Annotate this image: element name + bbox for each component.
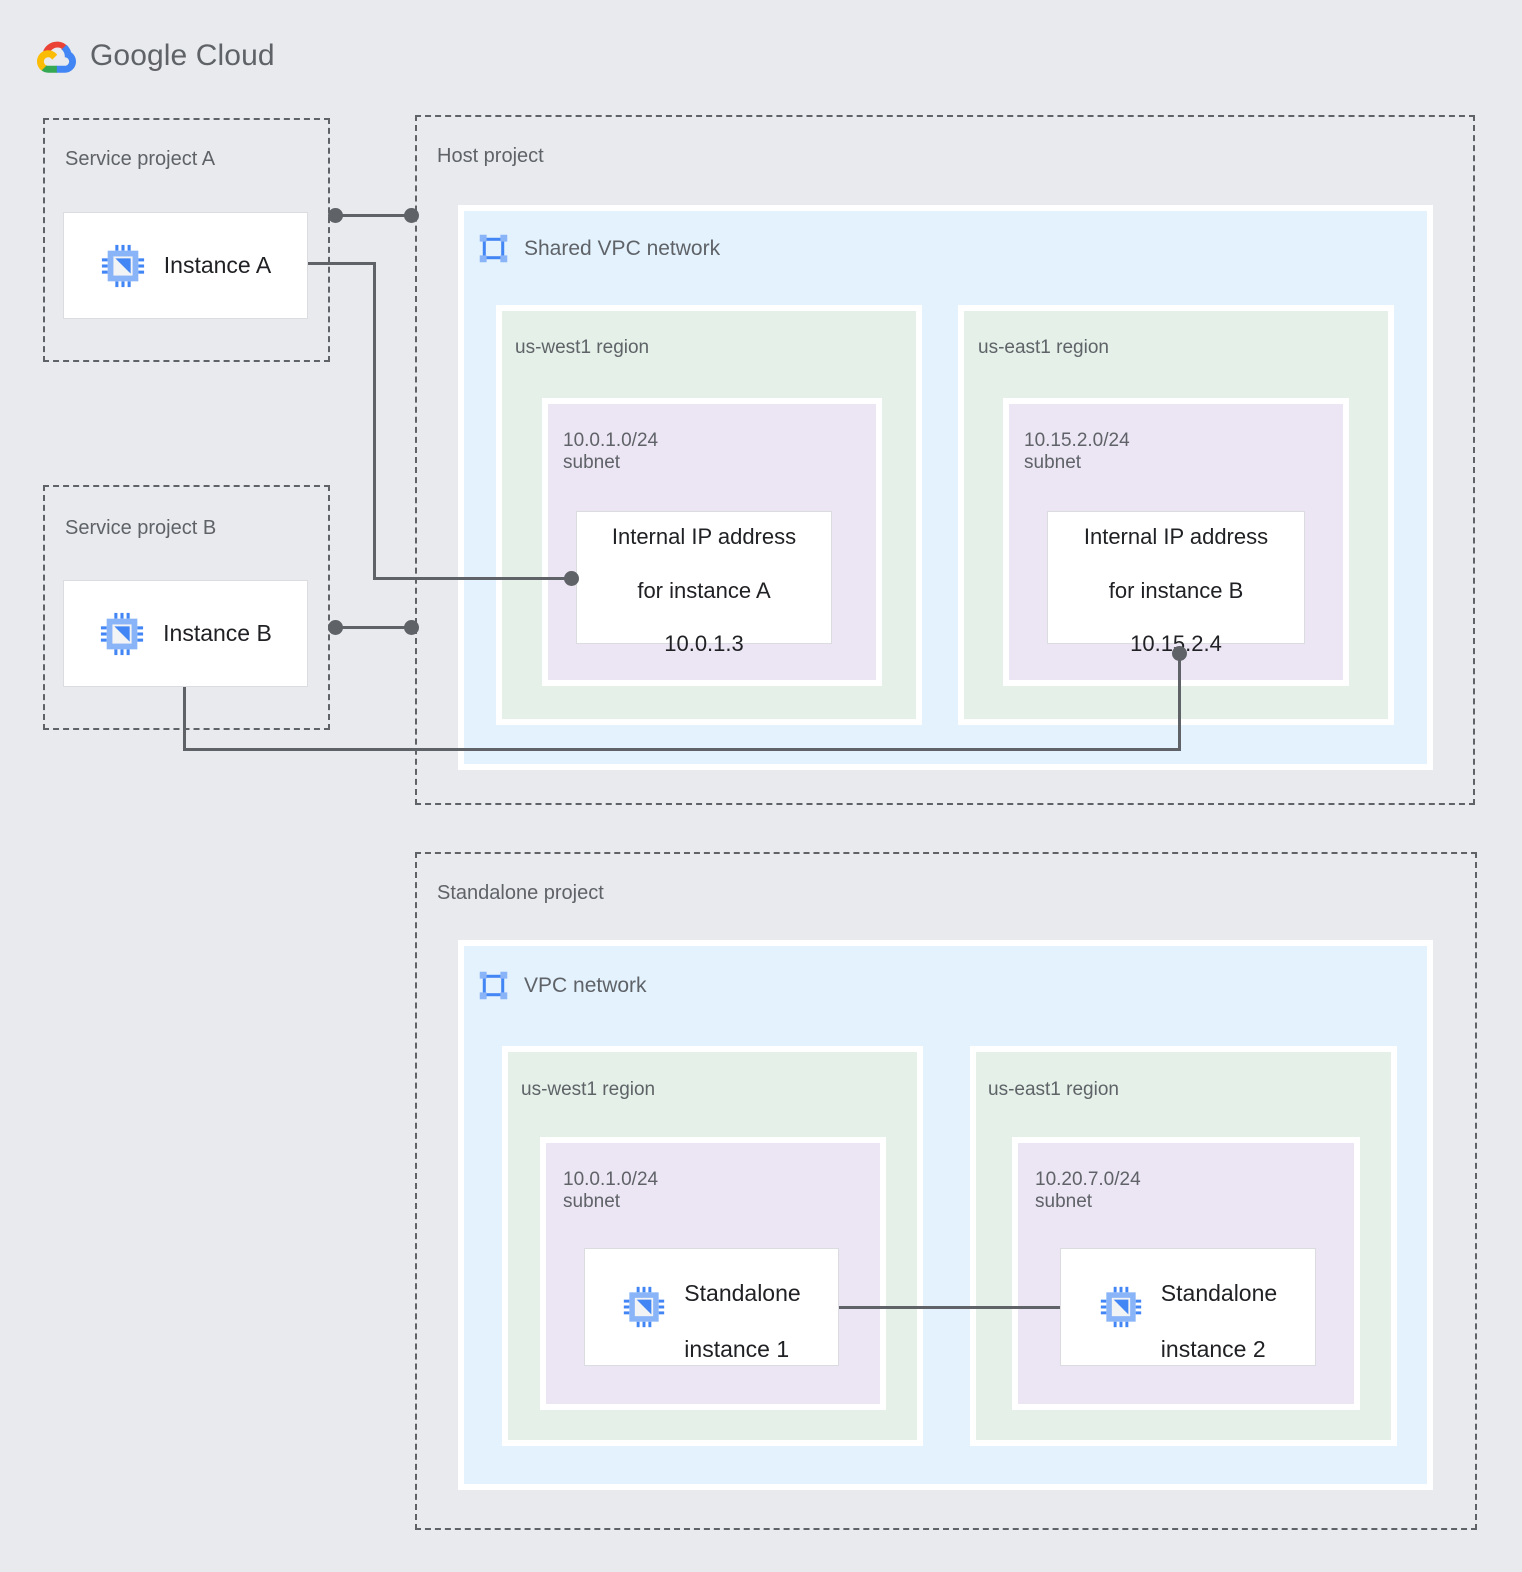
connector-dot-instance-a-right [328,208,343,223]
connector-dot-instance-b-right [328,620,343,635]
host-subnet-1-kind: subnet [1024,452,1082,474]
vpc-network-icon [479,971,508,1000]
internal-ip-instance-b-text: Internal IP address for instance B 10.15… [1084,497,1268,658]
standalone-instance-2-label: Standalone instance 2 [1161,1251,1277,1363]
instance-b-card[interactable]: Instance B [63,580,308,687]
vpc-network-title: VPC network [524,973,647,997]
connector-dot-internal-ip-b-bottom [1172,646,1187,661]
instance-b-content: Instance B [99,611,272,657]
host-project-container [415,115,1475,805]
connector-instance-a-to-ip-a-seg2 [373,262,376,580]
internal-ip-instance-a-card[interactable]: Internal IP address for instance A 10.0.… [576,511,832,656]
cpu-chip-icon [101,244,144,287]
service-project-a-container [43,118,330,362]
instance-a-card[interactable]: Instance A [63,212,308,319]
standalone-region-us-east1-label: us-east1 region [988,1079,1119,1100]
connector-dot-host-project-left-bottom [404,620,419,635]
standalone-subnet-0-kind: subnet [563,1191,621,1213]
standalone-instance-2-content: Standalone instance 2 [1099,1251,1277,1363]
connector-instance-a-to-ip-a-seg1 [308,262,376,265]
cpu-chip-icon [624,1286,665,1328]
connector-instance-b-to-ip-b-seg1 [183,687,186,750]
google-cloud-logo-icon [37,41,76,73]
standalone-instance-1-content: Standalone instance 1 [622,1251,801,1363]
host-subnet-1-cidr: 10.15.2.0/24 [1024,430,1130,451]
standalone-project-container [415,852,1477,1530]
host-region-us-west1-label: us-west1 region [515,337,650,358]
standalone-subnet-1-kind: subnet [1035,1191,1093,1213]
standalone-instance-1-line1: Standalone [684,1279,801,1306]
standalone-region-us-west1-label: us-west1 region [521,1079,656,1100]
internal-ip-b-line1: Internal IP address [1083,523,1269,549]
standalone-instance-1-card[interactable]: Standalone instance 1 [584,1248,839,1366]
standalone-instance-2-line2: instance 2 [1160,1336,1266,1363]
connector-instance-b-to-host [336,626,414,629]
brand-name: Google Cloud [90,39,275,72]
google-cloud-brand: Google Cloud [36,38,275,74]
internal-ip-a-line3: 10.0.1.3 [664,631,744,657]
cpu-chip-icon [101,612,144,655]
connector-instance-a-to-ip-a-seg3 [373,577,573,580]
host-subnet-0-kind: subnet [563,452,621,474]
vpc-network-icon [479,234,508,263]
connector-instance-b-to-ip-b-seg2 [183,748,1181,751]
instance-a-content: Instance A [100,243,271,289]
internal-ip-instance-b-card[interactable]: Internal IP address for instance B 10.15… [1047,511,1305,656]
connector-instance-b-to-ip-b-seg3 [1178,652,1181,750]
internal-ip-a-line2: for instance A [637,577,771,603]
shared-vpc-network-title: Shared VPC network [524,236,721,260]
cpu-chip-icon [1100,1286,1141,1328]
connector-standalone-instance-1-to-2 [839,1306,1060,1309]
standalone-instance-1-line2: instance 1 [684,1336,790,1363]
host-subnet-0-cidr: 10.0.1.0/24 [563,430,659,451]
standalone-instance-2-line1: Standalone [1160,1279,1278,1306]
internal-ip-instance-a-text: Internal IP address for instance A 10.0.… [612,497,796,658]
standalone-subnet-0-cidr: 10.0.1.0/24 [563,1169,659,1190]
connector-instance-a-to-host [336,214,414,217]
vpc-network-header: VPC network [477,969,647,1002]
standalone-instance-1-label: Standalone instance 1 [684,1251,800,1363]
instance-b-label: Instance B [163,620,272,647]
service-project-a-label: Service project A [65,148,216,170]
standalone-project-label: Standalone project [437,882,604,904]
host-region-us-east1-label: us-east1 region [978,337,1109,358]
shared-vpc-network-header: Shared VPC network [477,232,720,265]
service-project-b-container [43,485,330,730]
host-project-label: Host project [437,145,544,167]
instance-a-label: Instance A [163,252,272,279]
connector-dot-internal-ip-a-left [564,571,579,586]
service-project-b-label: Service project B [65,517,217,539]
connector-dot-host-project-left-top [404,208,419,223]
internal-ip-a-line1: Internal IP address [611,523,797,549]
standalone-instance-2-card[interactable]: Standalone instance 2 [1060,1248,1316,1366]
internal-ip-b-line2: for instance B [1108,577,1244,603]
standalone-subnet-1-cidr: 10.20.7.0/24 [1035,1169,1141,1190]
